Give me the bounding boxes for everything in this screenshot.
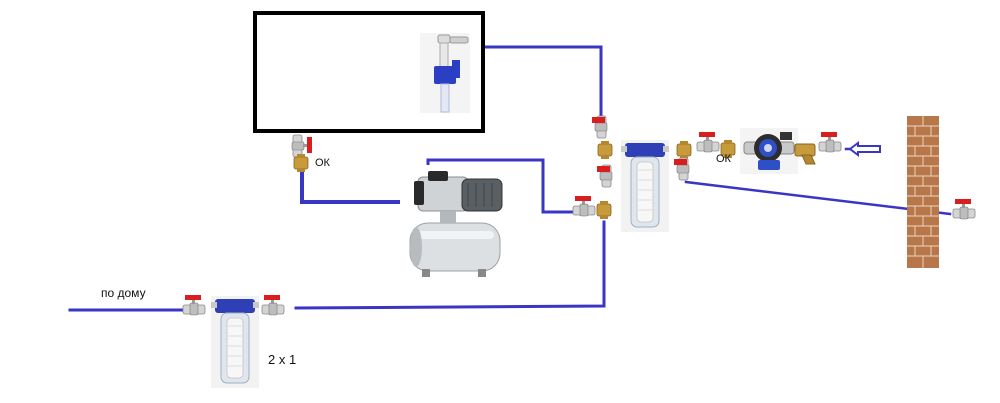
ok-tank-label: ОК — [315, 157, 330, 169]
arrow-left-icon — [848, 141, 881, 157]
float-valve-icon — [420, 33, 470, 113]
pipe-main-return — [294, 220, 606, 310]
main-mid-valve — [596, 164, 613, 188]
house-inlet-valve — [182, 294, 206, 316]
wall-valve — [952, 198, 976, 220]
house-filter-icon — [210, 295, 260, 389]
inlet-valve — [818, 131, 842, 153]
house-label: по дому — [101, 286, 146, 300]
pipe-to-wall — [684, 180, 952, 216]
pipe-tank-supply — [470, 45, 603, 120]
main-top-valve — [591, 115, 608, 139]
circulation-pump-icon — [740, 128, 798, 174]
ok-pump-label: ОК — [716, 153, 731, 165]
main-tee — [596, 200, 612, 220]
strainer-icon — [794, 143, 816, 165]
inlet-tee — [676, 140, 692, 160]
main-check-valve — [597, 140, 613, 160]
tank-outlet-valve — [291, 134, 313, 158]
branch-valve — [673, 157, 690, 181]
tank-check-valve — [293, 153, 309, 173]
pump-station-icon — [400, 165, 512, 283]
house-outlet-valve — [261, 294, 285, 316]
pump-inlet-valve — [696, 131, 720, 153]
pipe-tank-to-pump — [300, 170, 422, 204]
filter-count-label: 2 х 1 — [268, 352, 297, 367]
pump-outlet-valve — [572, 195, 596, 217]
main-filter-icon — [620, 139, 670, 233]
brick-wall-icon — [907, 116, 939, 268]
